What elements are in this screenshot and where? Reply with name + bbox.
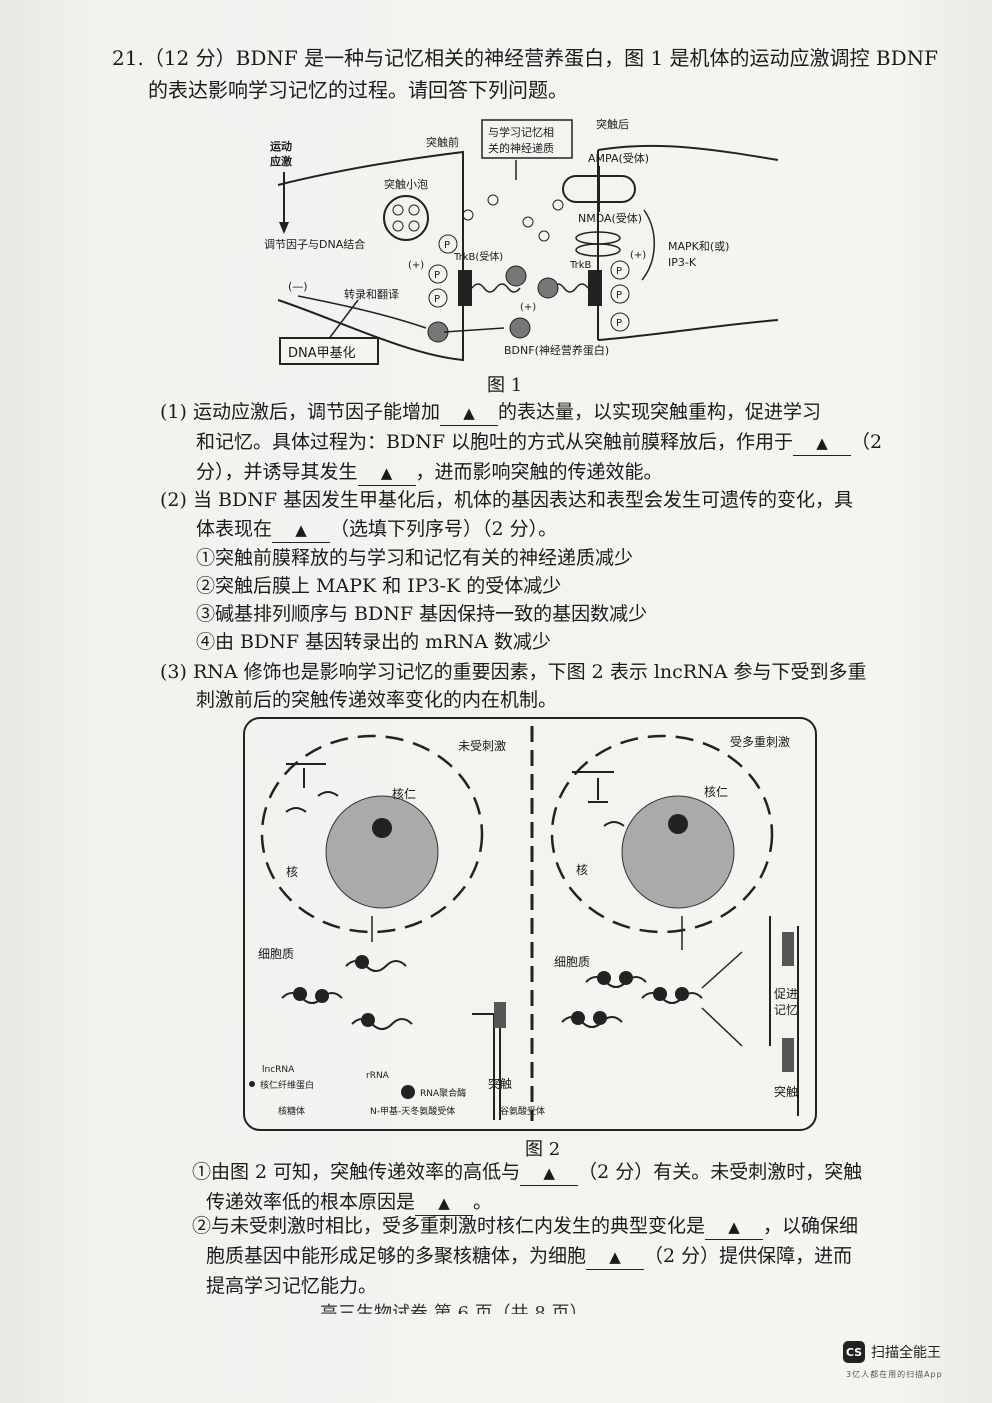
legend-rna-pol: RNA聚合酶 — [420, 1087, 466, 1099]
synaptic-vesicle — [383, 195, 429, 241]
svg-text:与学习记忆相: 与学习记忆相 — [488, 125, 554, 139]
svg-text:记忆: 记忆 — [774, 1003, 798, 1017]
q3-sub1-line-1: ①由图 2 可知，突触传递效率的高低与▲（2 分）有关。未受刺激时，突触 — [192, 1160, 862, 1186]
question-score: （12 分） — [143, 46, 236, 70]
minus-label: (—) — [288, 280, 308, 293]
legend-nmda: N-甲基-天冬氨酸受体 — [370, 1105, 455, 1117]
legend-lncrna: lncRNA — [262, 1065, 295, 1075]
q3-line-2: 刺激前后的突触传递效率变化的内在机制。 — [196, 689, 558, 711]
nmda-label: NMDA(受体) — [578, 211, 642, 225]
figure-1-caption: 图 1 — [487, 375, 523, 396]
nucleus-left — [260, 734, 484, 934]
legend-nucleolin: 核仁纤维蛋白 — [260, 1079, 314, 1091]
q2-option-1: ①突触前膜释放的与学习和记忆有关的神经递质减少 — [196, 547, 634, 569]
synapse-right: 突触 — [774, 1084, 798, 1099]
trkb-label: TrkB — [569, 260, 592, 271]
nucleus-right — [550, 734, 774, 934]
svg-text:P: P — [444, 240, 450, 251]
q3-sub2-line-2: 胞质基因中能形成足够的多聚核糖体，为细胞▲（2 分）提供保障，进而 — [206, 1244, 852, 1270]
nucleolus-right — [621, 795, 735, 909]
scanner-app-name: 扫描全能王 — [871, 1345, 941, 1361]
answer-blank-4[interactable]: ▲ — [272, 517, 331, 543]
question-number: 21. — [112, 46, 144, 70]
q2-option-3: ③碱基排列顺序与 BDNF 基因保持一致的基因数减少 — [196, 603, 648, 625]
footer-cropped: 高三生物试卷 第 6 页（共 8 页） — [320, 1303, 588, 1314]
synapse-left: 突触 — [488, 1076, 512, 1091]
postsynaptic-label: 突触后 — [596, 117, 629, 131]
neurotransmitter-box — [481, 119, 573, 159]
scanner-tagline: 3亿人都在用的扫描App — [846, 1370, 943, 1379]
unstimulated-label: 未受刺激 — [458, 739, 506, 753]
svg-text:P: P — [616, 318, 622, 329]
answer-blank-1[interactable]: ▲ — [439, 400, 498, 426]
scanner-logo: CS 扫描全能王 — [843, 1341, 941, 1363]
figure-1-diagram: 运动 应激 调节因子与DNA结合 突触前 突触后 与学习记忆相 关的神经递质 突… — [264, 117, 778, 365]
figure-2-caption: 图 2 — [525, 1139, 561, 1160]
mapk-label: MAPK和(或) — [668, 240, 729, 253]
legend-ribosome: 核糖体 — [278, 1105, 305, 1117]
cytoplasm-right: 细胞质 — [554, 955, 590, 969]
svg-text:关的神经递质: 关的神经递质 — [488, 141, 554, 155]
answer-blank-5[interactable]: ▲ — [520, 1160, 579, 1186]
q2-line-1: (2) 当 BDNF 基因发生甲基化后，机体的基因表达和表型会发生可遗传的变化，… — [160, 489, 854, 511]
svg-text:P: P — [616, 290, 622, 301]
legend-rrna: rRNA — [366, 1071, 390, 1081]
vesicle-label: 突触小泡 — [384, 177, 428, 191]
svg-text:(+): (+) — [630, 250, 646, 261]
svg-text:核: 核 — [576, 863, 588, 877]
q3-line-1: (3) RNA 修饰也是影响学习记忆的重要因素，下图 2 表示 lncRNA 参… — [160, 661, 867, 683]
dna-methylation-box — [279, 337, 379, 365]
q1-line-1: (1) 运动应激后，调节因子能增加▲的表达量，以实现突触重构，促进学习 — [160, 400, 821, 426]
answer-blank-7[interactable]: ▲ — [705, 1214, 764, 1240]
q1-line-3: 分），并诱导其发生▲，进而影响突触的传递效能。 — [196, 460, 663, 486]
q3-sub1-line-2: 传递效率低的根本原因是▲。 — [206, 1190, 492, 1216]
question-header: 21.（12 分）BDNF 是一种与记忆相关的神经营养蛋白，图 1 是机体的运动… — [112, 46, 938, 70]
svg-text:IP3-K: IP3-K — [668, 256, 697, 269]
stimulated-label: 受多重刺激 — [730, 735, 790, 749]
answer-blank-3[interactable]: ▲ — [357, 460, 416, 486]
q3-sub2-line-3: 提高学习记忆能力。 — [206, 1275, 378, 1297]
answer-blank-2[interactable]: ▲ — [793, 430, 852, 456]
regulator-label: 调节因子与DNA结合 — [264, 237, 365, 251]
q2-option-4: ④由 BDNF 基因转录出的 mRNA 数减少 — [196, 631, 551, 653]
svg-text:(+): (+) — [520, 302, 536, 313]
svg-text:核仁: 核仁 — [704, 785, 728, 799]
svg-text:应激: 应激 — [270, 154, 292, 168]
legend-glu: 谷氨酸受体 — [500, 1105, 545, 1117]
svg-text:P: P — [434, 270, 440, 281]
svg-text:(+): (+) — [408, 260, 424, 271]
svg-text:P: P — [616, 266, 622, 277]
exercise-stress-label: 运动 — [270, 139, 292, 153]
svg-text:核仁: 核仁 — [392, 787, 416, 801]
answer-blank-8[interactable]: ▲ — [586, 1244, 645, 1270]
svg-text:核: 核 — [286, 865, 298, 879]
q2-line-2: 体表现在▲（选填下列序号）（2 分）。 — [196, 517, 557, 543]
q1-line-2: 和记忆。具体过程为：BDNF 以胞吐的方式从突触前膜释放后，作用于▲（2 — [196, 430, 882, 456]
svg-text:DNA甲基化: DNA甲基化 — [288, 346, 356, 361]
cytoplasm-left: 细胞质 — [258, 947, 294, 961]
cs-logo-icon: CS — [843, 1341, 865, 1363]
presynaptic-label: 突触前 — [426, 135, 459, 149]
q2-option-2: ②突触后膜上 MAPK 和 IP3-K 的受体减少 — [196, 575, 562, 597]
intro-line-2: 的表达影响学习记忆的过程。请回答下列问题。 — [148, 78, 568, 102]
svg-text:促进: 促进 — [774, 987, 798, 1001]
ampa-label: AMPA(受体) — [588, 151, 649, 165]
trkb-receptor-label: TrkB(受体) — [453, 251, 503, 263]
nucleolus-left — [325, 795, 439, 909]
svg-text:P: P — [434, 294, 440, 305]
intro-line-1: BDNF 是一种与记忆相关的神经营养蛋白，图 1 是机体的运动应激调控 BDNF — [235, 46, 938, 70]
bdnf-label: BDNF(神经营养蛋白) — [504, 343, 609, 357]
figure-2-diagram: 未受刺激 受多重刺激 核仁 核 核仁 核 细胞质 细胞质 突触 促进 记忆 突触… — [243, 717, 817, 1131]
q3-sub2-line-1: ②与未受刺激时相比，受多重刺激时核仁内发生的典型变化是▲，以确保细 — [192, 1214, 858, 1240]
answer-blank-6[interactable]: ▲ — [415, 1190, 474, 1216]
transcription-label: 转录和翻译 — [344, 287, 399, 301]
